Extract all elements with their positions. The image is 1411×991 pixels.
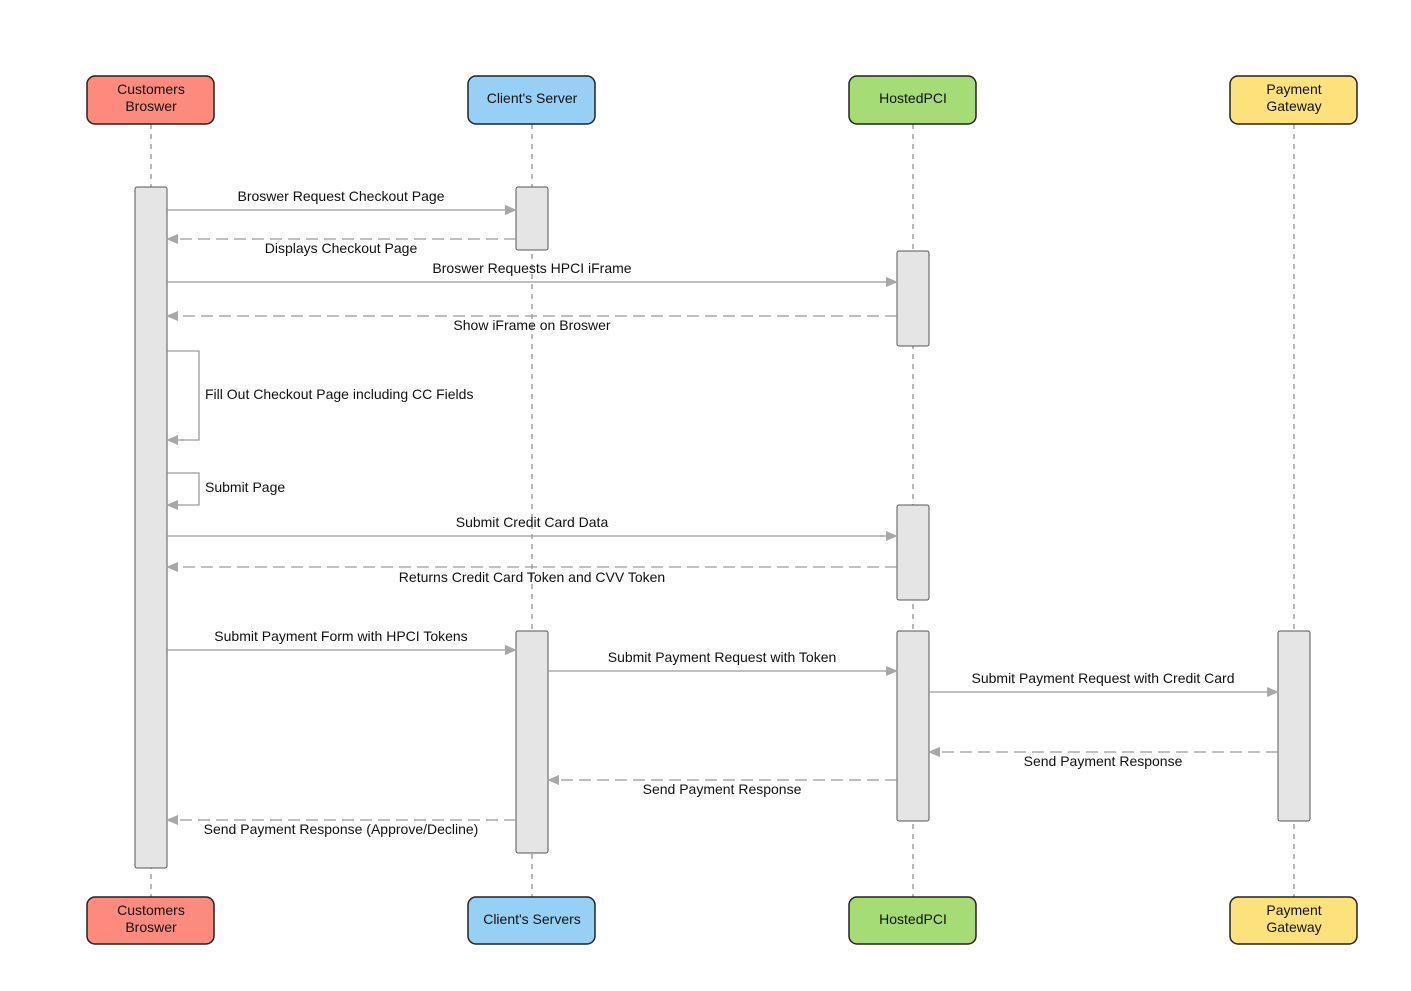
message-label: Send Payment Response	[1024, 753, 1183, 769]
participant-browser-bottom: Customers Broswer	[86, 896, 215, 945]
activation-browser	[134, 186, 168, 869]
message-label: Fill Out Checkout Page including CC Fiel…	[205, 386, 473, 402]
participant-hpci-bottom: HostedPCI	[848, 896, 977, 945]
activation-hpci-2	[896, 504, 930, 601]
message-label: Displays Checkout Page	[265, 240, 418, 256]
message-label: Broswer Requests HPCI iFrame	[432, 260, 631, 276]
participants-bottom: Customers Broswer Client's Servers Hoste…	[86, 896, 1358, 945]
activation-hpci-3	[896, 630, 930, 822]
participant-label-line: Broswer	[125, 919, 177, 935]
activation-gateway	[1277, 630, 1311, 822]
message-label: Submit Payment Request with Credit Card	[972, 670, 1235, 686]
participant-label-line: Client's Server	[487, 90, 578, 106]
participant-box	[467, 896, 596, 945]
message-label: Send Payment Response (Approve/Decline)	[204, 821, 479, 837]
participant-box	[86, 896, 215, 945]
participant-label-line: Gateway	[1266, 919, 1321, 935]
participant-label-line: Customers	[117, 902, 185, 918]
participant-gateway-bottom: Payment Gateway	[1229, 896, 1358, 945]
message-label: Submit Credit Card Data	[456, 514, 609, 530]
activation-client-1	[515, 186, 549, 251]
activation-hpci-1	[896, 250, 930, 347]
participant-client-top: Client's Server	[467, 75, 596, 125]
participant-box	[86, 75, 215, 125]
message-label: Show iFrame on Broswer	[453, 317, 611, 333]
message-label: Send Payment Response	[643, 781, 802, 797]
participant-label-line: Customers	[117, 81, 185, 97]
message-label: Broswer Request Checkout Page	[238, 188, 445, 204]
activations	[134, 186, 1311, 869]
participant-label-line: Payment	[1266, 902, 1321, 918]
message-label: Submit Payment Request with Token	[608, 649, 837, 665]
participant-box	[848, 75, 977, 125]
participant-box	[1229, 75, 1358, 125]
participant-browser-top: Customers Broswer	[86, 75, 215, 125]
messages: Broswer Request Checkout Page Displays C…	[166, 188, 1279, 837]
participant-client-bottom: Client's Servers	[467, 896, 596, 945]
self-message-arrow	[166, 472, 200, 510]
participant-label-line: Broswer	[125, 98, 177, 114]
participant-gateway-top: Payment Gateway	[1229, 75, 1358, 125]
participant-label-line: Payment	[1266, 81, 1321, 97]
message-label: Submit Page	[205, 479, 285, 495]
self-message-arrow	[166, 350, 200, 445]
participant-label-line: Client's Servers	[483, 911, 581, 927]
participant-label-line: HostedPCI	[879, 90, 947, 106]
participant-hpci-top: HostedPCI	[848, 75, 977, 125]
activation-client-2	[515, 630, 549, 854]
participant-box	[1229, 896, 1358, 945]
participant-box	[467, 75, 596, 125]
participant-label-line: HostedPCI	[879, 911, 947, 927]
participants-top: Customers Broswer Client's Server Hosted…	[86, 75, 1358, 125]
message-label: Returns Credit Card Token and CVV Token	[399, 569, 665, 585]
participant-label-line: Gateway	[1266, 98, 1321, 114]
participant-box	[848, 896, 977, 945]
message-label: Submit Payment Form with HPCI Tokens	[214, 628, 467, 644]
